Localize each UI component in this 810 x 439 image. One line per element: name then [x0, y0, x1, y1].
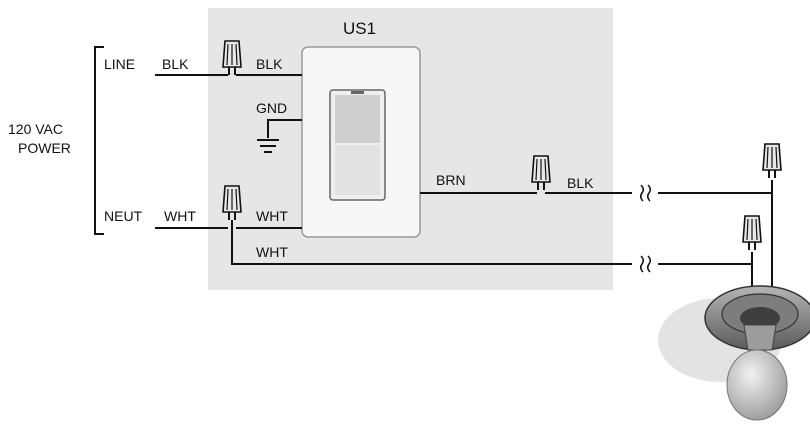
wire-nut-icon [762, 143, 782, 179]
wire-break-icon [639, 184, 652, 202]
neut-label: NEUT [104, 208, 143, 224]
line-label: LINE [104, 56, 135, 72]
neut-wire-label: WHT [164, 208, 196, 224]
power-label-line2: POWER [18, 140, 71, 156]
power-bracket [94, 46, 104, 235]
switch-rocker-top [335, 95, 380, 143]
ground-symbol-icon [257, 139, 279, 153]
power-label-line1: 120 VAC [8, 121, 63, 137]
load-neutral-wire [231, 220, 632, 265]
light-fixture-icon [658, 285, 810, 421]
fixture-hot-run [658, 180, 773, 194]
wire-nut-icon [742, 215, 762, 251]
switch-led [351, 91, 364, 94]
switch-neutral-wire-label: WHT [256, 208, 288, 224]
load-wire-label: BRN [436, 172, 466, 188]
wire-break-icon [639, 255, 652, 273]
switch-rocker-bottom [335, 145, 380, 195]
fixture-neutral-run [658, 252, 753, 265]
line-wire-label: BLK [162, 56, 189, 72]
load-hot-wire-label: BLK [567, 175, 594, 191]
gnd-label: GND [256, 100, 287, 116]
load-neutral-wire-label: WHT [256, 244, 288, 260]
device-label: US1 [343, 19, 376, 38]
switch-line-wire-label: BLK [256, 56, 283, 72]
ground-wire [267, 119, 302, 138]
